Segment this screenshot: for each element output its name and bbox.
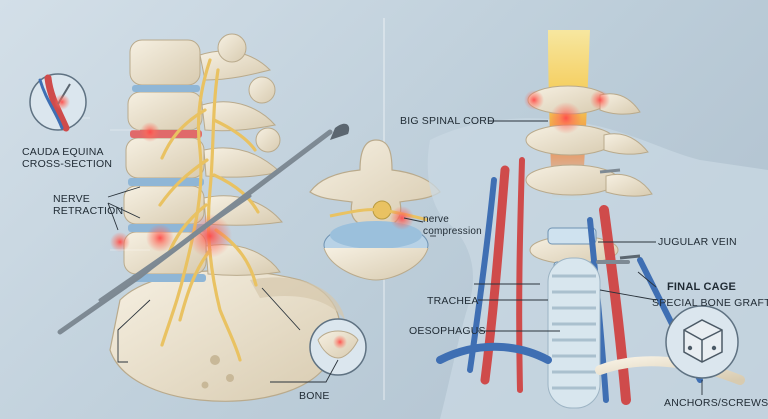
label-jugular-vein: JUGULAR VEIN bbox=[658, 236, 737, 248]
label-nerve-retraction-line1: NERVE bbox=[53, 193, 90, 205]
label-final-cage: FINAL CAGE bbox=[667, 281, 737, 293]
label-cauda-equina-line2: CROSS-SECTION bbox=[22, 158, 113, 170]
label-nerve-retraction-line2: RETRACTION bbox=[53, 205, 124, 217]
label-bone: BONE bbox=[299, 390, 330, 402]
retractor-instrument bbox=[57, 129, 333, 335]
cage-inset bbox=[665, 305, 739, 379]
cauda-equina-inset bbox=[29, 73, 87, 132]
lumbar-spine bbox=[57, 33, 350, 402]
bone-inset bbox=[309, 318, 367, 376]
label-cauda-equina: CAUDA EQUINA CROSS-SECTION bbox=[22, 146, 112, 170]
vertebra-axial-view bbox=[309, 139, 441, 281]
label-cauda-equina-line1: CAUDA EQUINA bbox=[22, 146, 104, 158]
label-big-spinal-cord: BIG SPINAL CORD bbox=[400, 115, 495, 127]
label-special-bone-graft: SPECIAL BONE GRAFT bbox=[652, 297, 768, 309]
label-trachea: TRACHEA bbox=[427, 295, 479, 307]
label-nerve-compression-line1: nerve bbox=[423, 214, 450, 225]
label-oesophagus: OESOPHAGUS bbox=[409, 325, 486, 337]
trachea-rings bbox=[547, 257, 601, 409]
label-nerve-compression-line2: compression bbox=[423, 226, 482, 237]
label-anchors-screws: ANCHORS/SCREWS bbox=[664, 397, 768, 409]
label-nerve-compression: nerve compression bbox=[423, 214, 482, 238]
label-nerve-retraction: NERVE RETRACTION bbox=[53, 193, 123, 217]
probe-instrument bbox=[98, 194, 252, 302]
leader-lines bbox=[107, 120, 703, 395]
